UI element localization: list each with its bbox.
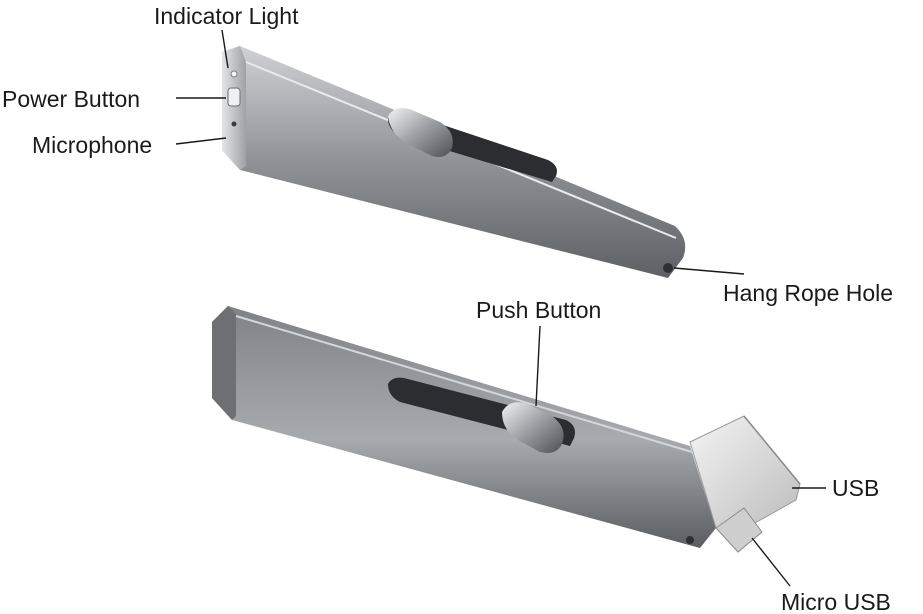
recorder-bottom-ridge: [235, 315, 693, 453]
recorder-bottom: [212, 306, 801, 553]
label-usb: USB: [832, 475, 879, 501]
label-hang-rope-hole: Hang Rope Hole: [723, 280, 893, 306]
label-micro-usb: Micro USB: [781, 589, 891, 614]
leader-micro-usb: [751, 537, 791, 587]
recorder-top-body: [222, 46, 686, 278]
label-power-button: Power Button: [2, 86, 140, 112]
indicator-light-led: [230, 70, 238, 78]
microphone-hole: [231, 121, 237, 127]
lanyard-hole-bottom: [686, 536, 694, 544]
leader-hang-rope-hole: [673, 267, 745, 275]
hang-rope-hole-icon: [663, 263, 673, 273]
push-button-knob-bottom: [502, 402, 564, 453]
label-indicator-light: Indicator Light: [154, 3, 299, 29]
recorder-top: [222, 46, 686, 278]
recorder-bottom-body: [212, 306, 716, 548]
recorder-bottom-end-face: [212, 306, 236, 420]
usb-connector-edge: [743, 415, 801, 485]
power-button-icon: [227, 87, 241, 107]
label-push-button: Push Button: [476, 297, 601, 323]
leader-microphone: [175, 137, 227, 145]
micro-usb-connector: [715, 507, 763, 553]
push-button-knob-top: [388, 108, 453, 157]
recorder-top-end-face: [222, 46, 246, 170]
leader-push-button: [535, 325, 541, 407]
leader-indicator-light: [221, 29, 229, 69]
label-microphone: Microphone: [32, 132, 152, 158]
leader-lines: [175, 29, 826, 587]
